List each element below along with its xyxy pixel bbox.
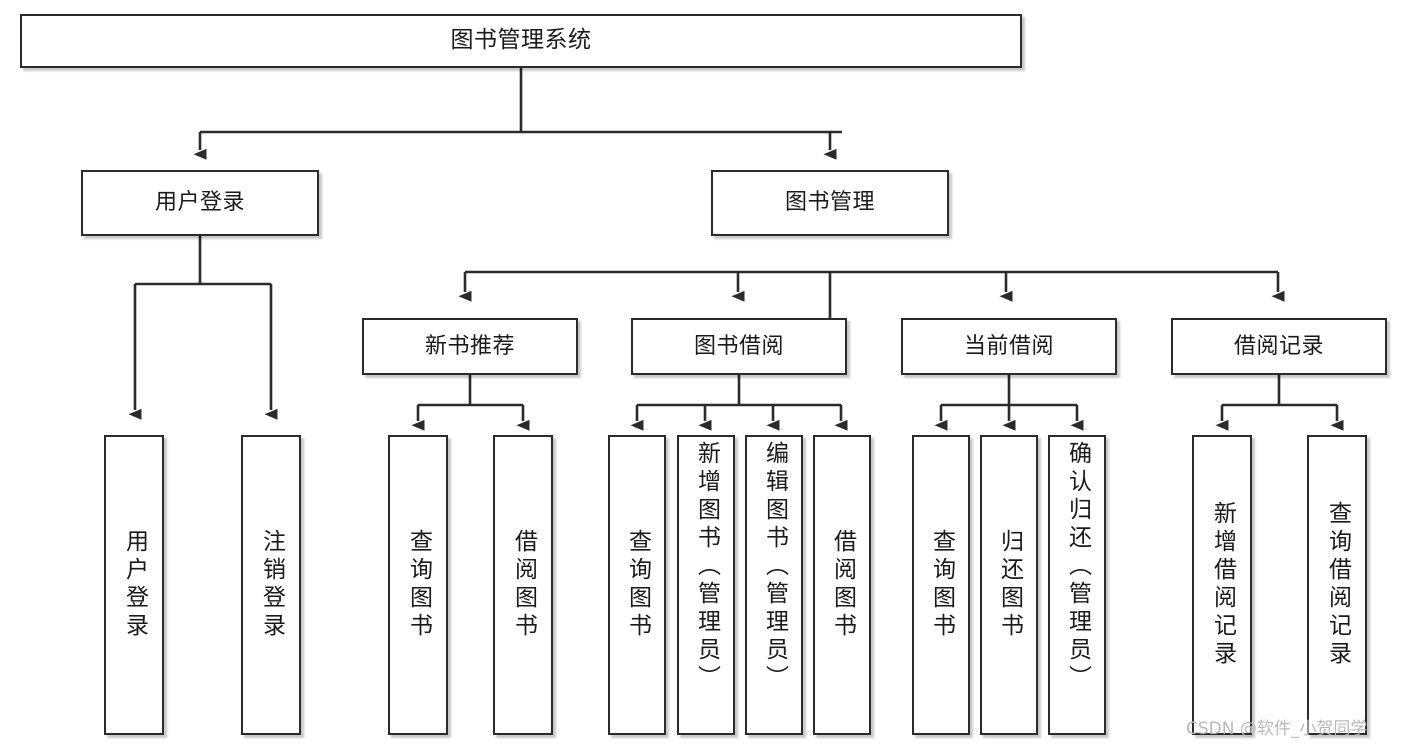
node-root-book-management-system[interactable]: 图书管理系统 [20, 14, 1022, 68]
node-label: 查询图书 [928, 529, 955, 641]
node-leaf-user-login[interactable]: 用户登录 [104, 435, 164, 735]
node-borrow-record[interactable]: 借阅记录 [1171, 318, 1387, 375]
node-leaf-confirm-return[interactable]: 确认归还（管理员） [1048, 435, 1106, 735]
node-label: 用户登录 [121, 529, 148, 641]
node-label: 用户登录 [154, 190, 245, 216]
node-label: 新增图书（管理员） [693, 441, 720, 693]
node-label: 图书借阅 [693, 333, 784, 359]
node-label: 新书推荐 [424, 333, 515, 359]
node-leaf-query-book-3[interactable]: 查询图书 [912, 435, 970, 735]
node-leaf-query-book-1[interactable]: 查询图书 [388, 435, 448, 735]
node-label: 新增借阅记录 [1209, 501, 1236, 669]
node-label: 确认归还（管理员） [1064, 441, 1091, 693]
node-label: 图书管理系统 [450, 27, 592, 54]
node-label: 借阅图书 [829, 529, 856, 641]
node-label: 查询借阅记录 [1324, 501, 1351, 669]
node-label: 当前借阅 [963, 333, 1054, 359]
node-label: 图书管理 [784, 190, 875, 216]
node-leaf-add-book[interactable]: 新增图书（管理员） [677, 435, 735, 735]
node-new-book-recommend[interactable]: 新书推荐 [362, 318, 578, 375]
node-leaf-borrow-book-2[interactable]: 借阅图书 [813, 435, 871, 735]
node-leaf-query-book-2[interactable]: 查询图书 [608, 435, 666, 735]
node-current-borrow[interactable]: 当前借阅 [901, 318, 1117, 375]
node-label: 查询图书 [624, 529, 651, 641]
node-leaf-add-record[interactable]: 新增借阅记录 [1192, 435, 1252, 735]
node-leaf-edit-book[interactable]: 编辑图书（管理员） [745, 435, 803, 735]
node-label: 注销登录 [258, 529, 285, 641]
node-leaf-query-record[interactable]: 查询借阅记录 [1307, 435, 1367, 735]
node-label: 借阅图书 [510, 529, 537, 641]
node-leaf-borrow-book-1[interactable]: 借阅图书 [493, 435, 553, 735]
node-label: 借阅记录 [1233, 333, 1324, 359]
node-user-login[interactable]: 用户登录 [81, 170, 319, 236]
watermark-text: CSDN @软件_小贺同学 [1186, 719, 1368, 739]
node-book-borrow[interactable]: 图书借阅 [631, 318, 847, 375]
node-book-manage[interactable]: 图书管理 [711, 170, 949, 236]
node-leaf-return-book[interactable]: 归还图书 [980, 435, 1038, 735]
node-label: 编辑图书（管理员） [761, 441, 788, 693]
node-label: 归还图书 [996, 529, 1023, 641]
node-label: 查询图书 [405, 529, 432, 641]
node-leaf-user-logout[interactable]: 注销登录 [241, 435, 301, 735]
